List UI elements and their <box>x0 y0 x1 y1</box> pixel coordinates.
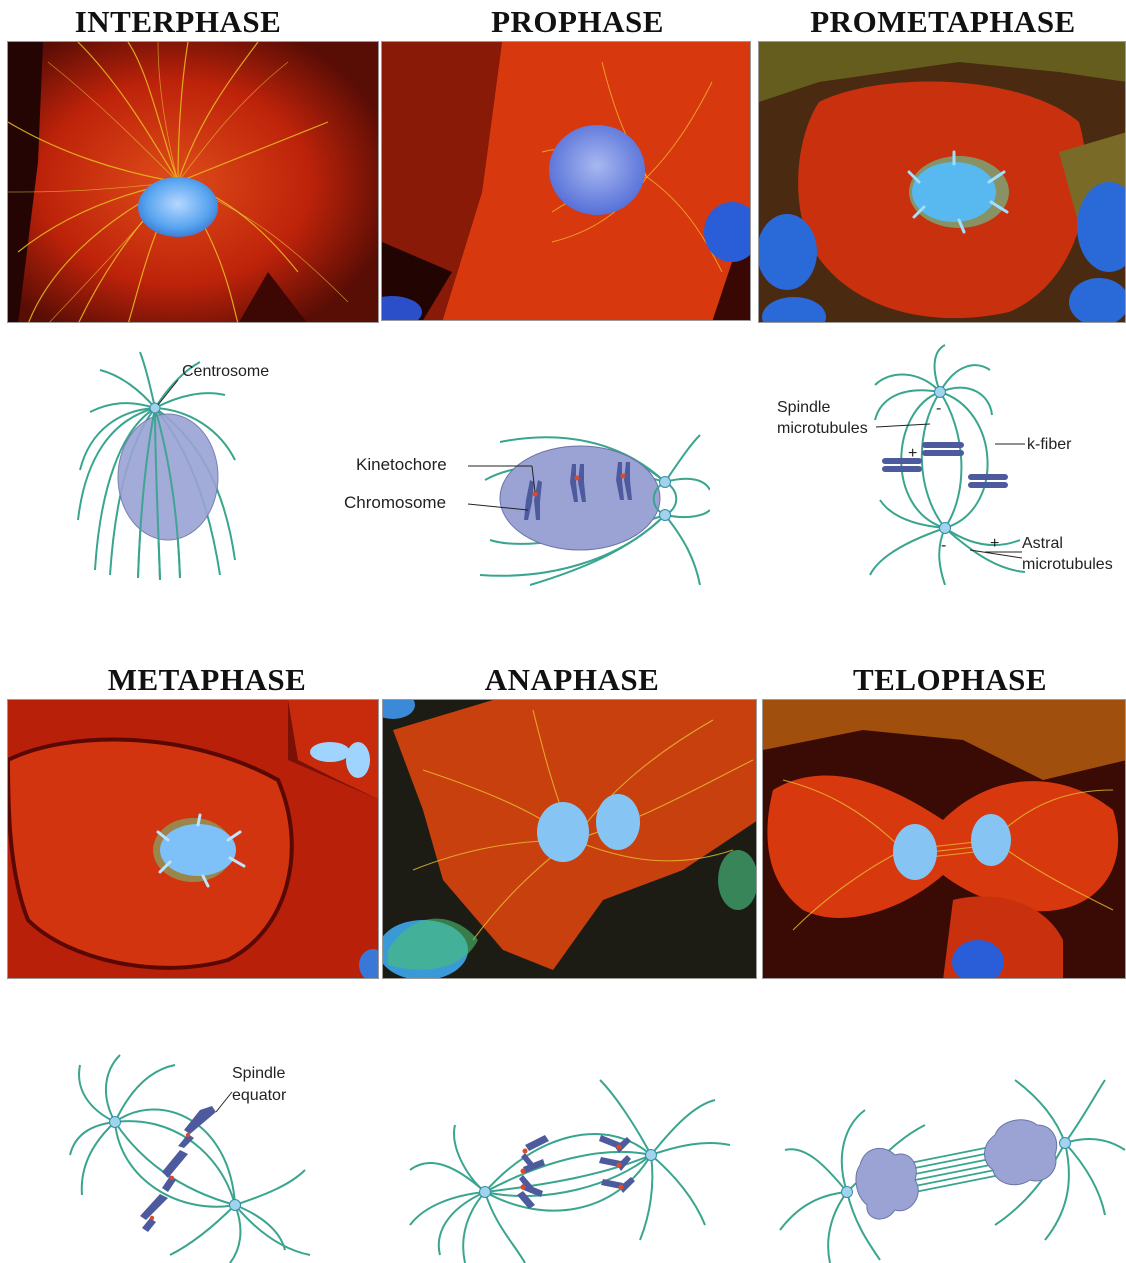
astral-microtubules-label-1: Astral <box>1022 535 1063 552</box>
title-metaphase: METAPHASE <box>92 662 322 698</box>
photo-prometaphase <box>758 41 1126 323</box>
spindle-microtubules-label-1: Spindle <box>777 399 830 416</box>
photo-telophase <box>762 699 1126 979</box>
title-interphase: INTERPHASE <box>58 4 298 40</box>
title-anaphase: ANAPHASE <box>462 662 682 698</box>
photo-anaphase <box>382 699 757 979</box>
centrosome-right <box>1060 1138 1071 1149</box>
diagram-anaphase <box>405 1075 735 1263</box>
title-prophase: PROPHASE <box>455 4 700 40</box>
spindle-microtubules-label-2: microtubules <box>777 420 868 437</box>
chromosome-label: Chromosome <box>344 493 446 512</box>
nucleus <box>500 446 660 550</box>
kinetochore-label: Kinetochore <box>356 455 447 474</box>
astral-microtubules-label-2: microtubules <box>1022 556 1113 573</box>
plus-sign: + <box>908 445 917 462</box>
minus-sign-top: - <box>936 400 941 417</box>
diagram-metaphase: Spindle equator <box>60 1050 320 1263</box>
title-telophase: TELOPHASE <box>835 662 1065 698</box>
spindle-equator-label-1: Spindle <box>232 1065 285 1082</box>
nucleus <box>118 414 218 540</box>
centrosome-left <box>110 1117 121 1128</box>
plus-sign-astral: + <box>990 535 999 552</box>
diagram-telophase <box>775 1075 1126 1263</box>
diagram-interphase: Centrosome <box>60 350 300 585</box>
photo-interphase <box>7 41 379 323</box>
title-prometaphase: PROMETAPHASE <box>793 4 1093 40</box>
centrosome-right <box>230 1200 241 1211</box>
minus-sign-bottom: - <box>941 537 946 554</box>
centrosome-bottom <box>660 510 671 521</box>
diagram-prophase: Kinetochore Chromosome <box>340 420 710 600</box>
photo-prophase <box>381 41 751 321</box>
chromosomes <box>140 1106 216 1232</box>
centrosome-right <box>646 1150 657 1161</box>
centrosome-bottom <box>940 523 951 534</box>
diagram-prometaphase: - + - + Spindle microtubules k-fiber Ast… <box>770 340 1126 585</box>
daughter-nucleus-right <box>985 1120 1057 1185</box>
centrosome-left <box>480 1187 491 1198</box>
centrosome-left <box>842 1187 853 1198</box>
photo-metaphase <box>7 699 379 979</box>
centrosome-top <box>935 387 946 398</box>
centrosome-label: Centrosome <box>182 363 269 380</box>
daughter-nucleus-left <box>856 1148 918 1219</box>
k-fiber-label: k-fiber <box>1027 436 1072 453</box>
centrosome-top <box>660 477 671 488</box>
spindle-equator-label-2: equator <box>232 1087 287 1104</box>
